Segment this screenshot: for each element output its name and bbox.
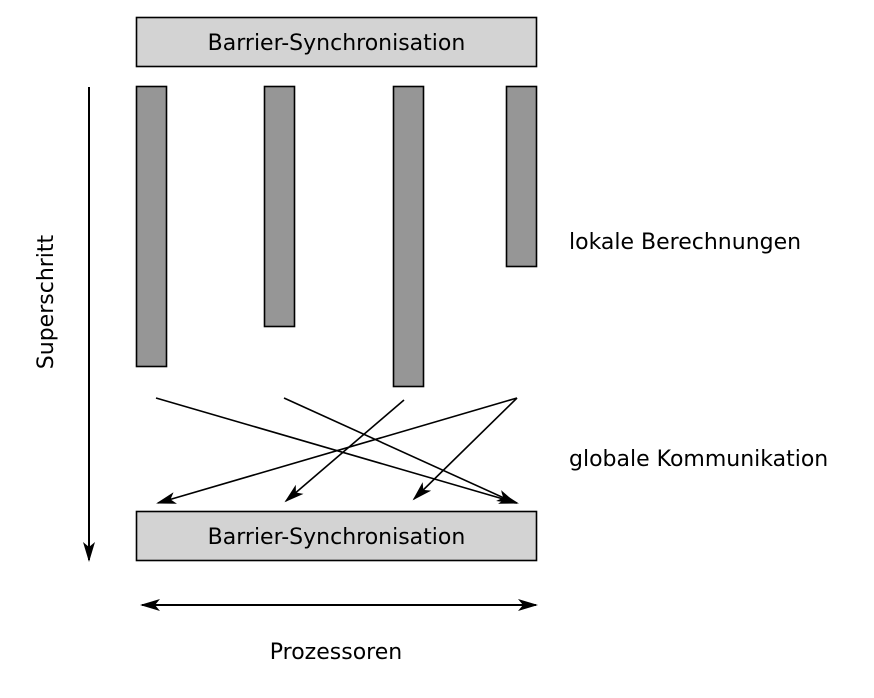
barrier-top-box (135, 16, 538, 68)
comm-arrow (156, 397, 518, 504)
superstep-label: Superschritt (34, 234, 59, 369)
comm-arrow (283, 397, 517, 504)
compute-bars (135, 85, 538, 388)
global-communication-label: globale Kommunikation (569, 447, 828, 472)
barrier-bottom-box (135, 510, 538, 562)
local-computation-label: lokale Berechnungen (569, 230, 801, 255)
processors-label: Prozessoren (270, 640, 402, 665)
barrier-bottom: Barrier-Synchronisation (135, 510, 538, 562)
compute-bar-p3 (392, 85, 425, 388)
barrier-bottom-label: Barrier-Synchronisation (208, 525, 466, 550)
communication-arrows (155, 397, 519, 504)
processors-axis: Prozessoren (140, 599, 538, 665)
comm-arrow (412, 397, 518, 501)
comm-arrow (284, 399, 405, 503)
barrier-top-label: Barrier-Synchronisation (208, 31, 466, 56)
barrier-top: Barrier-Synchronisation (135, 16, 538, 68)
compute-bar-p2 (263, 85, 296, 328)
compute-bar-p1 (135, 85, 168, 368)
superstep-axis: Superschritt (34, 87, 95, 562)
compute-bar-p4 (505, 85, 538, 268)
